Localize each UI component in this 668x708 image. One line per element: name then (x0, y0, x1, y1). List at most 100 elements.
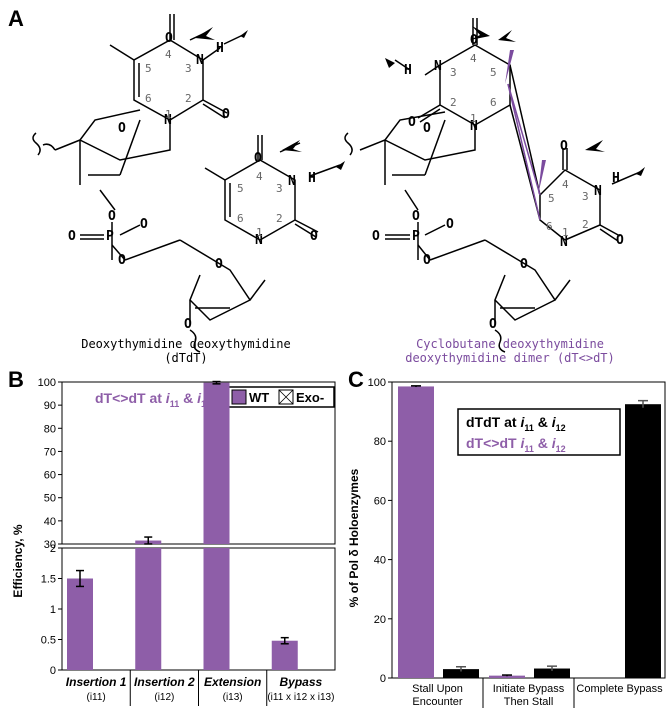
cpd-n3-num: 3 (450, 66, 457, 79)
dtdt-n1-lower: N (255, 233, 263, 248)
cpd-phosphorus: P (412, 229, 420, 244)
y-tick-label: 90 (44, 400, 56, 412)
cpd-sugar-o-upper: O (423, 121, 431, 136)
dtdt-o2-lower: O (310, 229, 318, 244)
dtdt-o5: O (118, 253, 126, 268)
dtdt-n1-num: 1 (165, 108, 172, 121)
category-label: Stall Upon (412, 683, 463, 695)
cpd-n1-lower: N (560, 235, 568, 250)
y-tick-label: 0 (380, 673, 386, 685)
panel-c-label: C (348, 367, 364, 392)
category-label: Then Stall (504, 696, 554, 708)
dtdt-phosphate-o-minus: O (140, 217, 148, 232)
wedge-icon (538, 160, 546, 195)
cpd-sugar-o-lower: O (520, 257, 528, 272)
panel-a-label: A (8, 6, 24, 31)
upper-axis-frame (61, 381, 336, 545)
cpd-h-lower: H (612, 171, 620, 186)
arrow-icon (498, 30, 516, 42)
dtdt-c4-num-lower: 4 (256, 170, 263, 183)
panel-c-legend: dTdT at i11 & i12 dT<>dT i11 & i12 (457, 408, 621, 456)
cpd-caption-line2: deoxythymidine dimer (dT<>dT) (405, 351, 615, 365)
cpd-bond-c5 (507, 83, 541, 196)
cpd-c5-num: 5 (490, 66, 497, 79)
cpd-bar (489, 675, 525, 678)
y-tick-label: 0.5 (41, 635, 56, 647)
dtdt-h-lower: H (308, 171, 316, 186)
dtdt-n1-upper: N (164, 113, 172, 128)
arrow-icon (282, 140, 302, 152)
dtdt-o3-lower: O (184, 317, 192, 332)
arrow-icon (240, 30, 248, 38)
dtdt-c2-num-lower: 2 (276, 212, 283, 225)
y-tick-label: 30 (44, 539, 56, 551)
panel-b-label: B (8, 367, 24, 392)
cpd-c2-num-lower: 2 (582, 218, 589, 231)
y-tick-label: 60 (44, 470, 56, 482)
dtdt-o2-upper: O (222, 107, 230, 122)
y-tick-label: 80 (374, 436, 386, 448)
y-tick-label: 1.5 (41, 574, 56, 586)
wedge-icon (505, 50, 514, 84)
category-sublabel: (i11 x i12 x i13) (267, 692, 334, 703)
cpd-c4-num: 4 (470, 52, 477, 65)
panel-c-ylabel: % of Pol δ Holoenzymes (347, 468, 361, 607)
y-tick-label: 2 (50, 543, 56, 555)
wt-bar-lower (203, 548, 230, 670)
category-label: Initiate Bypass (493, 683, 565, 695)
legend-wt-label: WT (249, 390, 269, 405)
y-tick-label: 20 (374, 614, 386, 626)
panel-a: A (8, 6, 645, 365)
panel-b-title: dT<>dT at i11 & i12 (95, 390, 211, 409)
cpd-h-upper: H (404, 63, 412, 78)
y-tick-label: 80 (44, 423, 56, 435)
cpd-n1-upper: N (470, 119, 478, 134)
y-tick-label: 1 (50, 604, 56, 616)
dtdt-c6-num: 6 (145, 92, 152, 105)
cpd-o2-lower: O (616, 233, 624, 248)
dtdt-h-upper: H (216, 41, 224, 56)
category-sublabel: (i12) (154, 692, 174, 703)
panel-b: B dT<>dT at i11 & i12 WT Exo- Efficiency… (8, 367, 336, 706)
cpd-o4-lower: O (560, 139, 568, 154)
wt-bar-upper (203, 382, 230, 544)
y-tick-label: 0 (50, 665, 56, 677)
cpd-c6-num-lower: 6 (546, 220, 553, 233)
cpd-bar (398, 386, 434, 678)
y-tick-label: 40 (44, 516, 56, 528)
category-label: Insertion 1 (66, 675, 127, 689)
arrow-icon (385, 58, 395, 68)
dtdt-c6-num-lower: 6 (237, 212, 244, 225)
dtdt-sugar-o-upper: O (118, 121, 126, 136)
dtdt-phosphorus: P (106, 229, 114, 244)
cpd-c5-num-lower: 5 (548, 192, 555, 205)
dtdt-c5-num: 5 (145, 62, 152, 75)
category-label: Insertion 2 (134, 675, 195, 689)
axis-frame (391, 381, 666, 679)
wt-bar (67, 578, 93, 670)
cpd-phosphate-o-minus: O (446, 217, 454, 232)
dtdt-sugar-o-lower: O (215, 257, 223, 272)
cpd-o5: O (423, 253, 431, 268)
dtdt-n3-upper: N (196, 53, 204, 68)
category-label: Extension (204, 675, 261, 689)
cpd-o2-upper: O (408, 115, 416, 130)
dtdt-n1-num-lower: 1 (256, 226, 263, 239)
dtdt-bar (625, 404, 661, 678)
dtdt-n3-lower: N (288, 174, 296, 189)
category-sublabel: (i13) (223, 692, 243, 703)
dtdt-bar (534, 668, 570, 678)
dtdt-n3-num: 3 (185, 62, 192, 75)
cpd-o3: O (412, 209, 420, 224)
legend-wt-swatch (231, 389, 247, 405)
panel-c: C % of Pol δ Holoenzymes 020406080100Sta… (347, 367, 666, 708)
dtdt-caption-line1: Deoxythymidine deoxythymidine (81, 337, 291, 351)
cpd-n1-num: 1 (470, 112, 477, 125)
cpd-caption-line1: Cyclobutane deoxythymidine (416, 337, 604, 351)
dtdt-c5-num-lower: 5 (237, 182, 244, 195)
arrow-icon (336, 161, 345, 170)
cpd-phosphate-o: O (372, 229, 380, 244)
category-label: Complete Bypass (576, 683, 663, 695)
